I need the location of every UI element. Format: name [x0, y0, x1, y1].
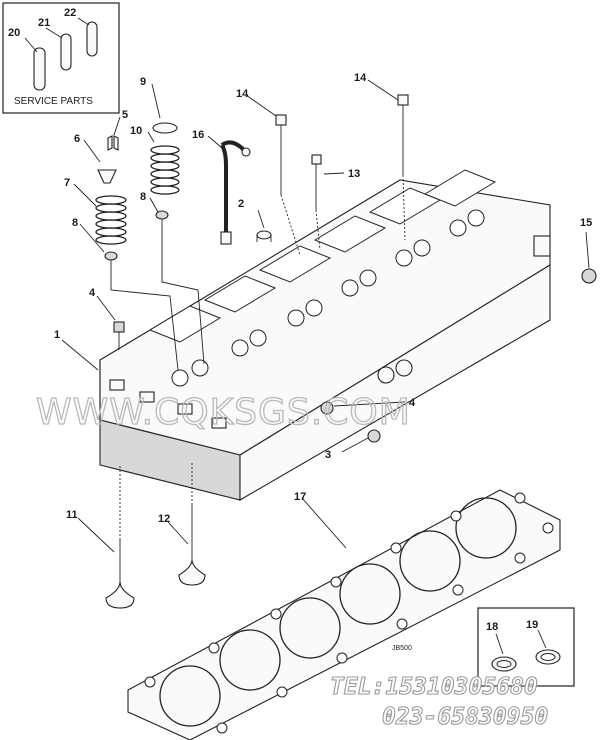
callout-12: 12 — [158, 513, 170, 525]
head-gasket-17: JB500 — [127, 489, 561, 740]
service-pin-20 — [33, 47, 46, 91]
service-pin-22 — [86, 21, 98, 57]
plug-4 — [113, 321, 125, 350]
callout-4a: 4 — [89, 287, 96, 299]
cup-plug-2 — [256, 230, 272, 242]
callout-20: 20 — [8, 27, 20, 39]
phone-line-1: TEL:15310305680 — [330, 674, 538, 700]
callout-22: 22 — [64, 7, 76, 19]
callout-18: 18 — [486, 621, 498, 633]
cylinder-head-block — [99, 169, 551, 501]
callout-4b: 4 — [409, 397, 416, 409]
callout-9: 9 — [140, 76, 146, 88]
service-parts-box: SERVICE PARTS — [2, 2, 120, 114]
callout-19: 19 — [526, 619, 538, 631]
callout-5: 5 — [122, 109, 128, 121]
callout-leaders — [61, 79, 406, 553]
plug-15 — [581, 231, 597, 284]
seal-box — [477, 607, 575, 687]
callout-14a: 14 — [236, 88, 249, 100]
callout-15: 15 — [580, 217, 592, 229]
callout-1: 1 — [54, 329, 60, 341]
phone-line-2: 023-65830950 — [382, 704, 548, 730]
callout-13: 13 — [348, 168, 360, 180]
callout-21: 21 — [38, 17, 50, 29]
callout-10: 10 — [130, 125, 142, 137]
valve-spring-stack-right — [150, 122, 180, 220]
callout-3: 3 — [325, 449, 331, 461]
valve-spring-stack-left — [95, 169, 127, 261]
callout-11: 11 — [66, 509, 78, 521]
callout-6: 6 — [74, 133, 80, 145]
callout-7: 7 — [64, 177, 70, 189]
service-parts-label: SERVICE PARTS — [14, 96, 93, 107]
callout-8b: 8 — [140, 191, 146, 203]
callout-16: 16 — [192, 129, 204, 141]
callout-17: 17 — [294, 491, 306, 503]
callout-14b: 14 — [354, 72, 367, 84]
head-bolts — [275, 94, 409, 256]
callout-2: 2 — [238, 198, 244, 210]
gasket-stamp: JB500 — [392, 645, 412, 652]
breather-tube-16 — [220, 140, 251, 245]
callout-8a: 8 — [72, 217, 78, 229]
watermark-text: WWW.CQKSGS.COM — [36, 392, 411, 433]
valve-collets-5 — [107, 135, 119, 151]
service-pin-21 — [60, 33, 72, 71]
callout-labels: 1 2 3 4 4 5 6 7 8 8 9 10 11 12 13 14 14 … — [8, 7, 592, 633]
valves — [105, 462, 206, 609]
